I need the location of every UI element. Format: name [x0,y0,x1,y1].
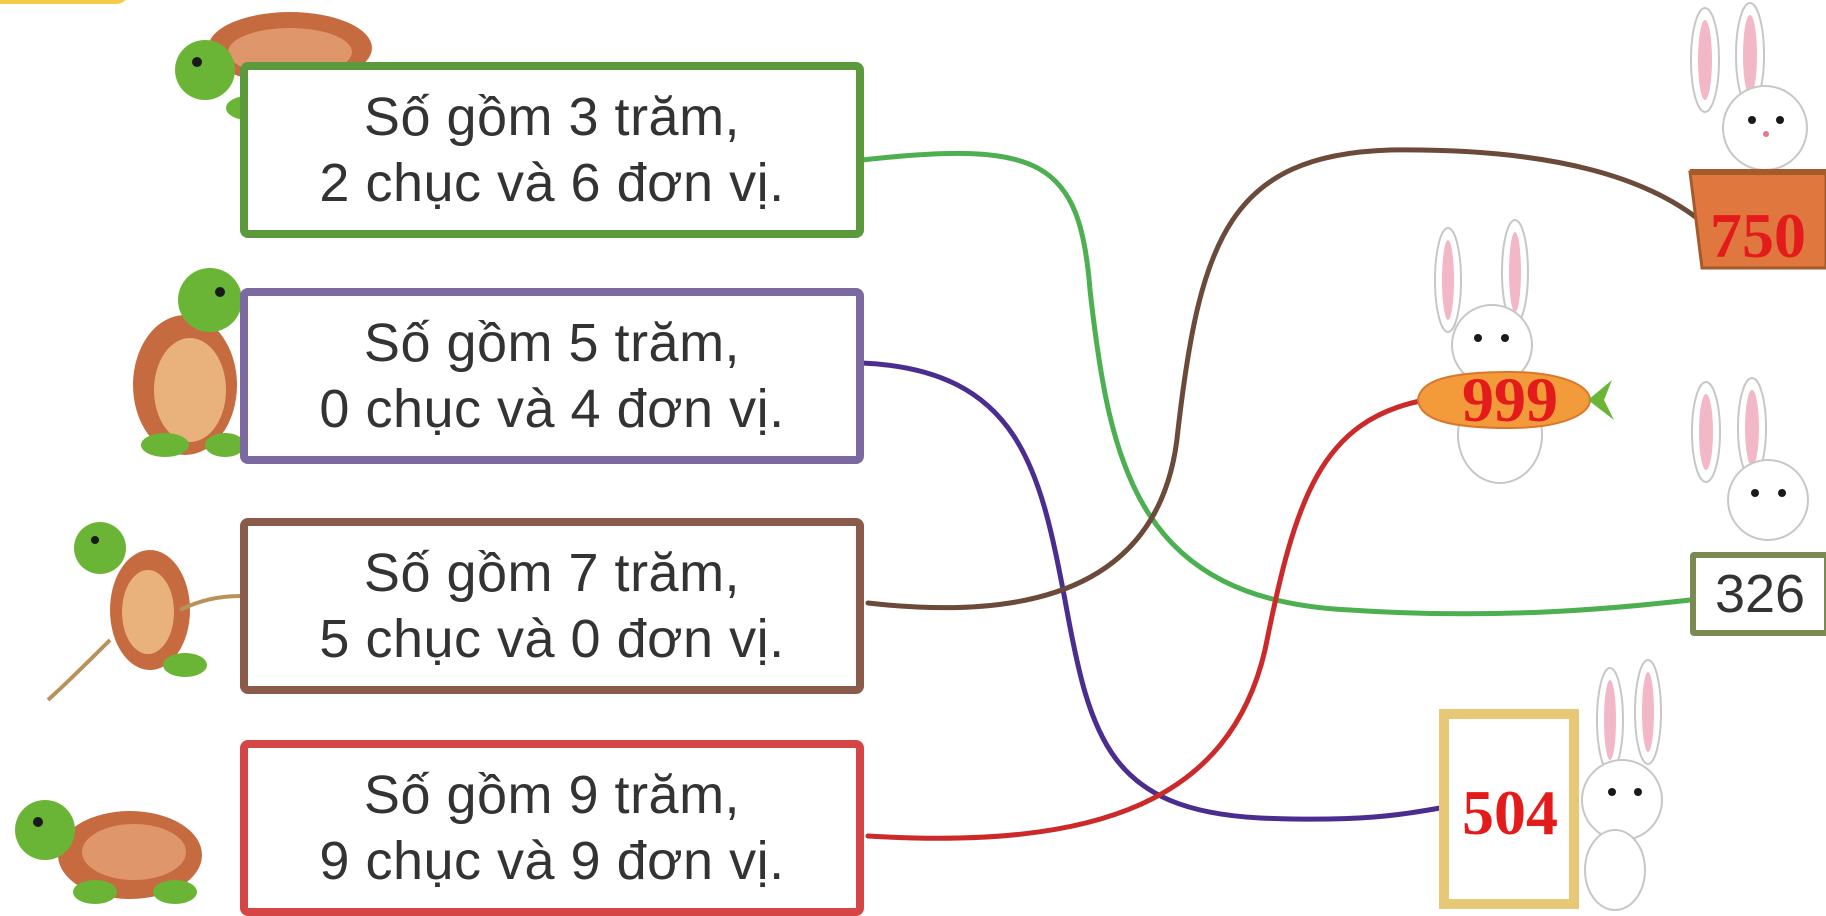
clue-card-3[interactable]: Số gồm 7 trăm, 5 chục và 0 đơn vị. [240,518,864,694]
target-basket[interactable]: 750 [1690,192,1826,280]
connector-line-red[interactable] [865,397,1428,841]
turtle-icon [15,800,202,904]
clue-card-4-line2: 9 chục và 9 đơn vị. [319,831,785,891]
picture-frame-icon [1439,709,1579,909]
clue-card-2-line2: 0 chục và 4 đơn vị. [319,379,785,439]
clue-card-2[interactable]: Số gồm 5 trăm, 0 chục và 4 đơn vị. [240,288,864,464]
connector-line-brown[interactable] [865,147,1705,611]
clue-card-1-line1: Số gồm 3 trăm, [363,87,741,147]
connector-line-purple[interactable] [859,360,1443,822]
target-frame[interactable]: 504 [1450,768,1570,858]
target-frame-value: 504 [1462,777,1558,848]
rabbit-icon [1691,377,1809,541]
connector-line-green[interactable] [859,150,1693,617]
rabbit-icon [1690,2,1808,171]
rabbit-icon [1581,659,1663,911]
clue-card-4[interactable]: Số gồm 9 trăm, 9 chục và 9 đơn vị. [240,740,864,916]
target-carrot[interactable]: 999 [1430,364,1590,436]
target-basket-value: 750 [1710,200,1806,271]
carrot-icon [1416,370,1614,430]
clue-card-4-line1: Số gồm 9 trăm, [363,765,741,825]
turtle-icon [46,522,241,702]
clue-card-2-line1: Số gồm 5 trăm, [363,313,741,373]
target-sign[interactable]: 326 [1690,552,1826,636]
clue-card-3-line2: 5 chục và 0 đơn vị. [319,609,785,669]
clue-card-1[interactable]: Số gồm 3 trăm, 2 chục và 6 đơn vị. [240,62,864,238]
clue-card-3-line1: Số gồm 7 trăm, [363,543,741,603]
target-carrot-value: 999 [1462,364,1558,435]
turtle-icon [133,268,245,457]
corner-tab [0,0,130,4]
basket-icon [1688,169,1826,270]
clue-card-1-line2: 2 chục và 6 đơn vị. [319,153,785,213]
target-sign-value: 326 [1714,564,1806,624]
rabbit-icon [1434,219,1543,484]
